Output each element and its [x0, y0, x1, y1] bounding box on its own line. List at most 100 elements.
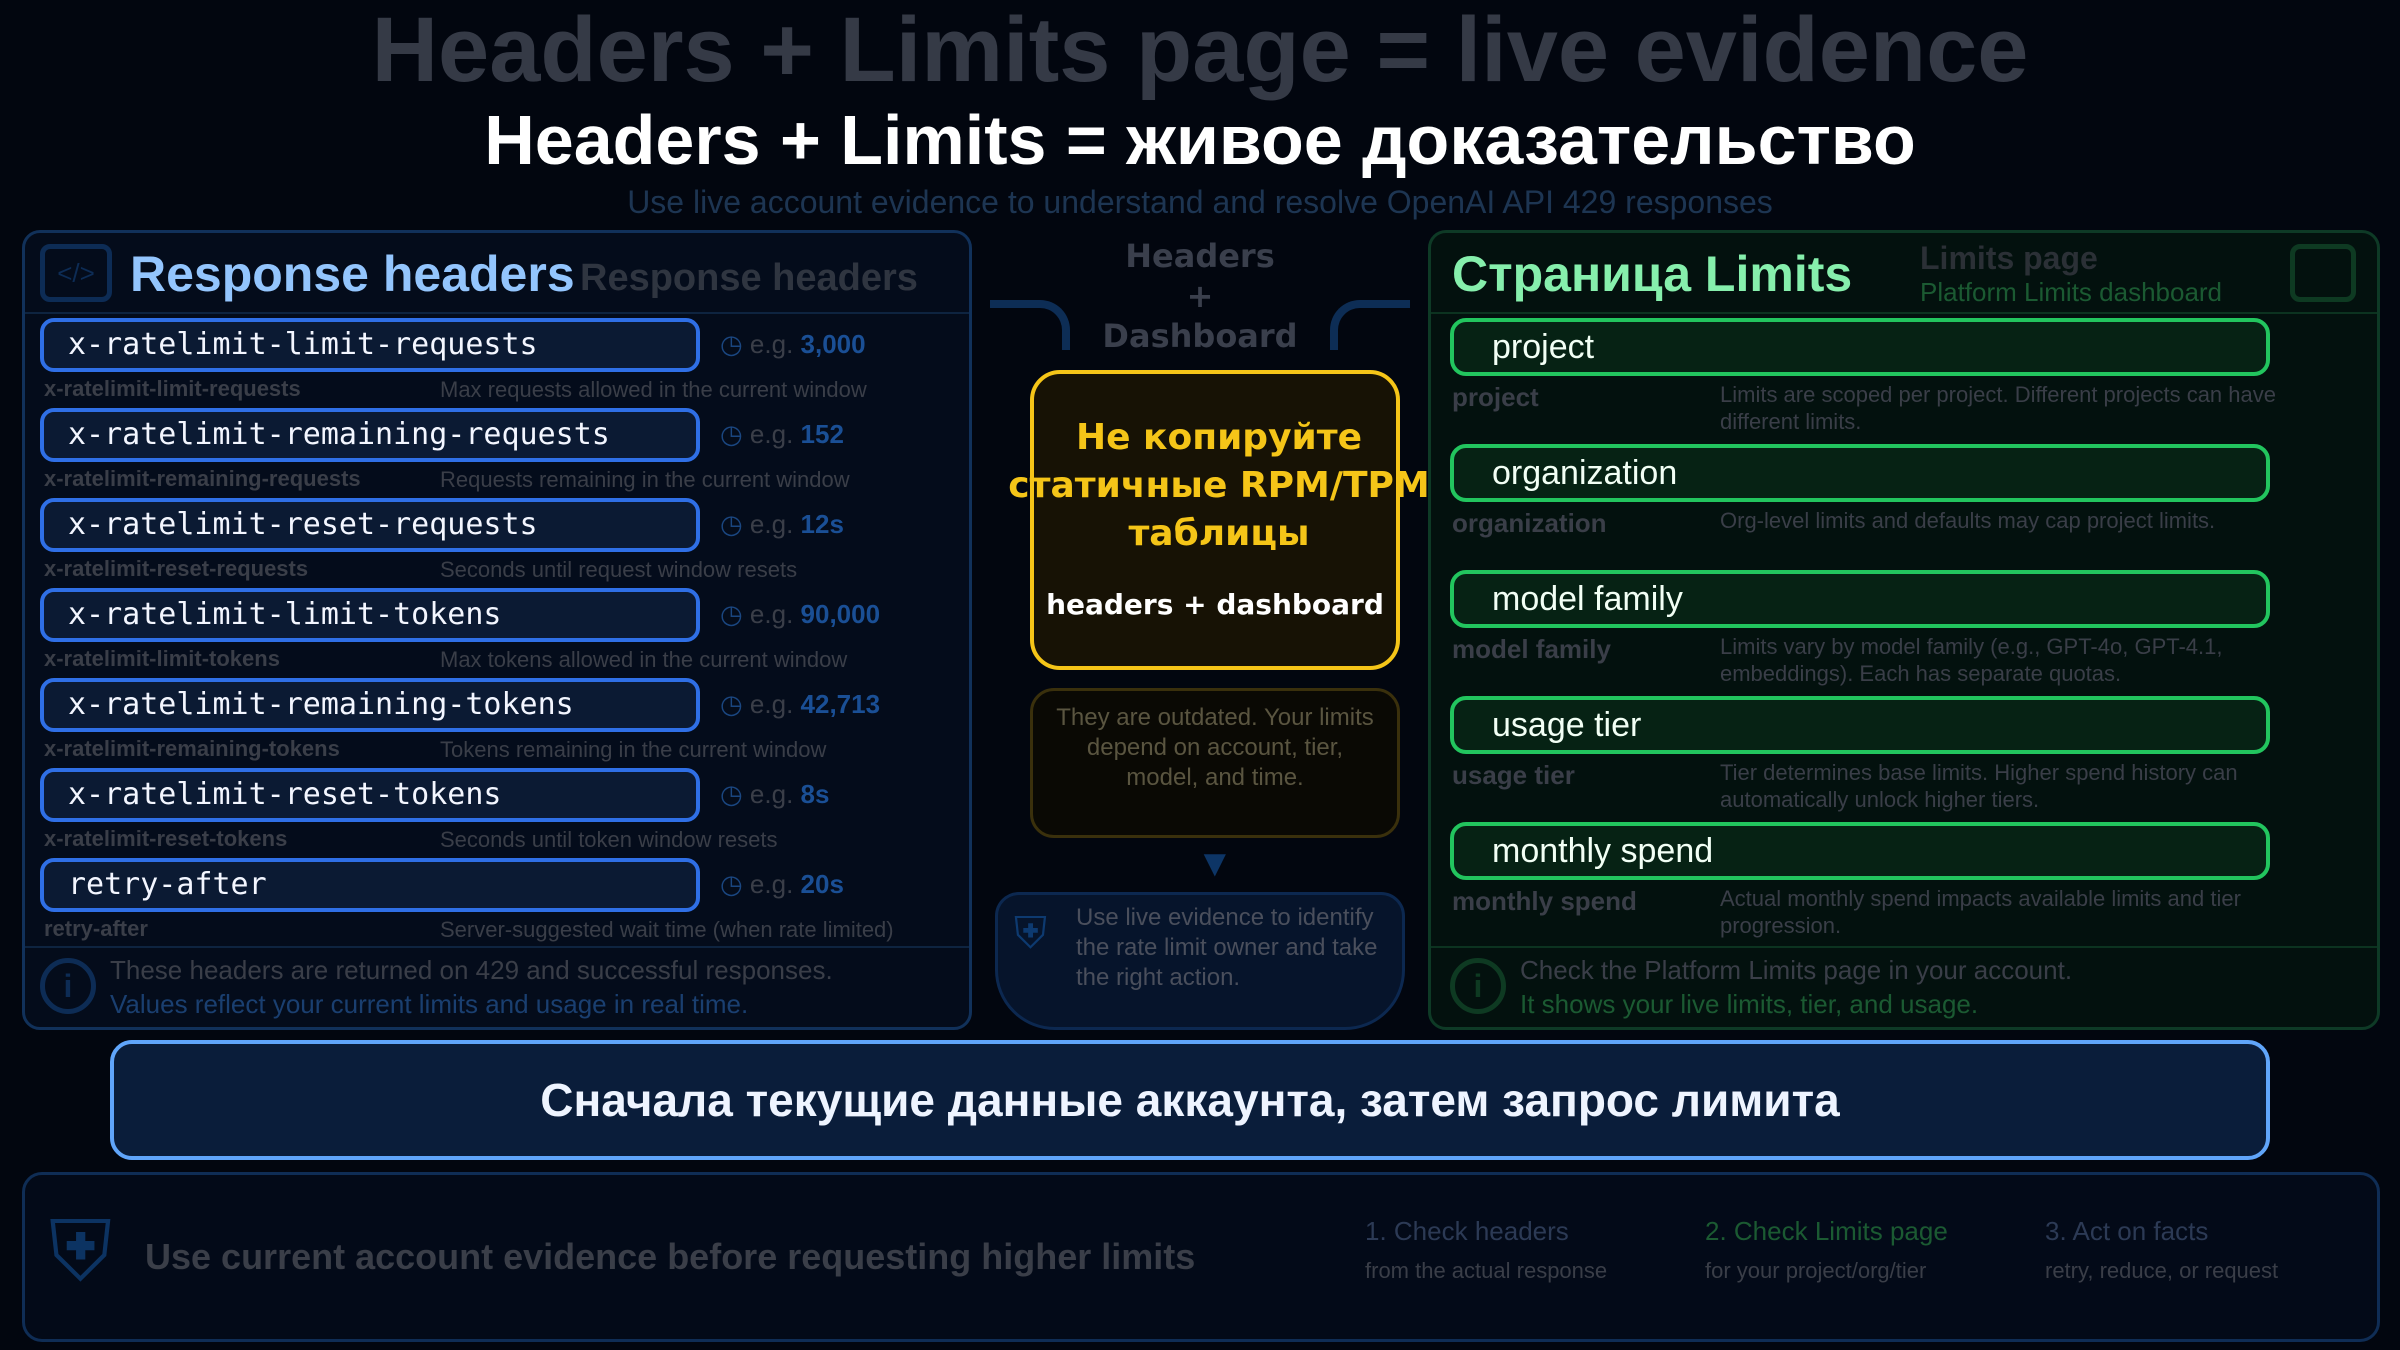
right-info-line-2: It shows your live limits, tier, and usa…: [1520, 989, 1979, 1019]
header-chip: x-ratelimit-limit-tokens: [40, 588, 700, 642]
left-info-line-2: Values reflect your current limits and u…: [110, 989, 749, 1019]
header-chip: x-ratelimit-reset-requests: [40, 498, 700, 552]
right-info-divider: [1431, 946, 2377, 948]
row-example-label: e.g.: [749, 419, 794, 449]
row-description: Requests remaining in the current window: [440, 467, 850, 492]
warning-callout: Не копируйте статичные RPM/TPM таблицы h…: [1008, 370, 1430, 670]
header-chip: x-ratelimit-remaining-requests: [40, 408, 700, 462]
row-description: Server-suggested wait time (when rate li…: [440, 917, 894, 942]
row-description: Tokens remaining in the current window: [440, 737, 827, 762]
header-chip: retry-after: [40, 858, 700, 912]
arrow-right-icon: [1330, 300, 1410, 350]
row-header-name: x-ratelimit-reset-tokens: [44, 826, 288, 851]
row-example-label: e.g.: [749, 509, 794, 539]
background-action-bar: ⛨ Use current account evidence before re…: [22, 1172, 2380, 1342]
clock-icon: ◷: [720, 599, 750, 629]
limits-row-name: organization: [1452, 508, 1607, 538]
header-chip: x-ratelimit-remaining-tokens: [40, 678, 700, 732]
limits-row-name: monthly spend: [1452, 886, 1637, 916]
bar-chart-icon: [2290, 244, 2356, 302]
limits-row-description: Tier determines base limits. Higher spen…: [1720, 760, 2238, 812]
row-example: ◷ e.g. 8s: [720, 778, 829, 810]
row-example: ◷ e.g. 42,713: [720, 688, 880, 720]
left-info-divider: [25, 946, 969, 948]
row-header-name: x-ratelimit-limit-requests: [44, 376, 301, 401]
background-note: They are outdated. Your limits depend on…: [1030, 688, 1400, 838]
row-example-label: e.g.: [749, 329, 794, 359]
row-header-name: retry-after: [44, 916, 148, 941]
right-header-divider: [1431, 312, 2377, 314]
row-description: Max requests allowed in the current wind…: [440, 377, 867, 402]
limits-row-description: Limits are scoped per project. Different…: [1720, 382, 2276, 434]
row-example-value: 8s: [800, 779, 830, 809]
row-description: Seconds until request window resets: [440, 557, 798, 582]
clock-icon: ◷: [720, 419, 750, 449]
step-subtitle: retry, reduce, or request: [2045, 1258, 2279, 1283]
shield-evidence-card: ⛨ Use live evidence to identify the rate…: [995, 892, 1405, 1030]
header-chip: x-ratelimit-limit-requests: [40, 318, 700, 372]
row-example-label: e.g.: [749, 869, 794, 899]
row-example: ◷ e.g. 12s: [720, 508, 844, 540]
row-example-label: e.g.: [749, 599, 794, 629]
header-chip: x-ratelimit-reset-tokens: [40, 768, 700, 822]
step-subtitle: for your project/org/tier: [1705, 1258, 1927, 1283]
limits-row-description: Limits vary by model family (e.g., GPT-4…: [1720, 634, 2223, 686]
right-info-line-1: Check the Platform Limits page in your a…: [1520, 955, 2073, 985]
warning-subtext: headers + dashboard: [1046, 588, 1384, 621]
background-title: Headers + Limits page = live evidence: [371, 0, 2029, 101]
shield-check-icon: ⛨: [1014, 909, 1047, 958]
limits-row-description: Actual monthly spend impacts available l…: [1720, 886, 2241, 938]
step-title: 1. Check headers: [1365, 1216, 1569, 1246]
row-example-label: e.g.: [749, 689, 794, 719]
step-subtitle: from the actual response: [1365, 1258, 1608, 1283]
arrow-left-icon: [990, 300, 1070, 350]
row-example-value: 152: [800, 419, 844, 449]
row-example-value: 42,713: [800, 689, 881, 719]
row-example: ◷ e.g. 152: [720, 418, 844, 450]
clock-icon: ◷: [720, 509, 750, 539]
row-example-label: e.g.: [749, 779, 794, 809]
background-step: 3. Act on facts retry, reduce, or reques…: [2045, 1215, 2375, 1285]
row-example: ◷ e.g. 90,000: [720, 598, 880, 630]
limits-chip: project: [1450, 318, 2270, 376]
row-example-value: 3,000: [800, 329, 866, 359]
left-panel-title: Response headers: [130, 246, 575, 302]
background-step: 2. Check Limits page for your project/or…: [1705, 1215, 2035, 1285]
row-example: ◷ e.g. 3,000: [720, 328, 866, 360]
center-label: Headers + Dashboard: [1090, 236, 1310, 356]
background-left-title: Response headers: [580, 257, 918, 299]
background-right-subtitle: Platform Limits dashboard: [1920, 277, 2223, 307]
clock-icon: ◷: [720, 689, 750, 719]
center-label-plus: +: [1186, 277, 1214, 315]
step-title: 3. Act on facts: [2045, 1216, 2209, 1246]
page-title: Headers + Limits = живое доказательство: [484, 101, 1916, 179]
center-label-headers: Headers: [1125, 237, 1275, 275]
shield-text: Use live evidence to identify the rate l…: [1076, 904, 1378, 991]
limits-row-name: model family: [1452, 634, 1611, 664]
info-icon: i: [1450, 958, 1506, 1014]
limits-chip: usage tier: [1450, 696, 2270, 754]
row-example: ◷ e.g. 20s: [720, 868, 844, 900]
code-icon: </>: [40, 244, 112, 302]
bottom-banner: Сначала текущие данные аккаунта, затем з…: [110, 1040, 2270, 1160]
warning-text: Не копируйте статичные RPM/TPM таблицы: [1008, 417, 1430, 554]
row-header-name: x-ratelimit-limit-tokens: [44, 646, 280, 671]
limits-chip: organization: [1450, 444, 2270, 502]
shield-check-icon: ⛨: [49, 1204, 113, 1298]
row-header-name: x-ratelimit-reset-requests: [44, 556, 309, 581]
background-step: 1. Check headers from the actual respons…: [1365, 1215, 1695, 1285]
bottom-main-text: Use current account evidence before requ…: [145, 1236, 1196, 1277]
limits-row-description: Org-level limits and defaults may cap pr…: [1720, 508, 2216, 533]
row-header-name: x-ratelimit-remaining-requests: [44, 466, 361, 491]
limits-chip: model family: [1450, 570, 2270, 628]
limits-row-name: usage tier: [1452, 760, 1575, 790]
row-description: Seconds until token window resets: [440, 827, 778, 852]
row-description: Max tokens allowed in the current window: [440, 647, 848, 672]
row-example-value: 90,000: [800, 599, 881, 629]
background-right-title: Limits page: [1920, 240, 2098, 276]
arrow-down-icon: ▼: [1196, 843, 1234, 885]
info-icon: i: [40, 958, 96, 1014]
left-header-divider: [25, 312, 969, 314]
step-title: 2. Check Limits page: [1705, 1216, 1948, 1246]
clock-icon: ◷: [720, 779, 750, 809]
